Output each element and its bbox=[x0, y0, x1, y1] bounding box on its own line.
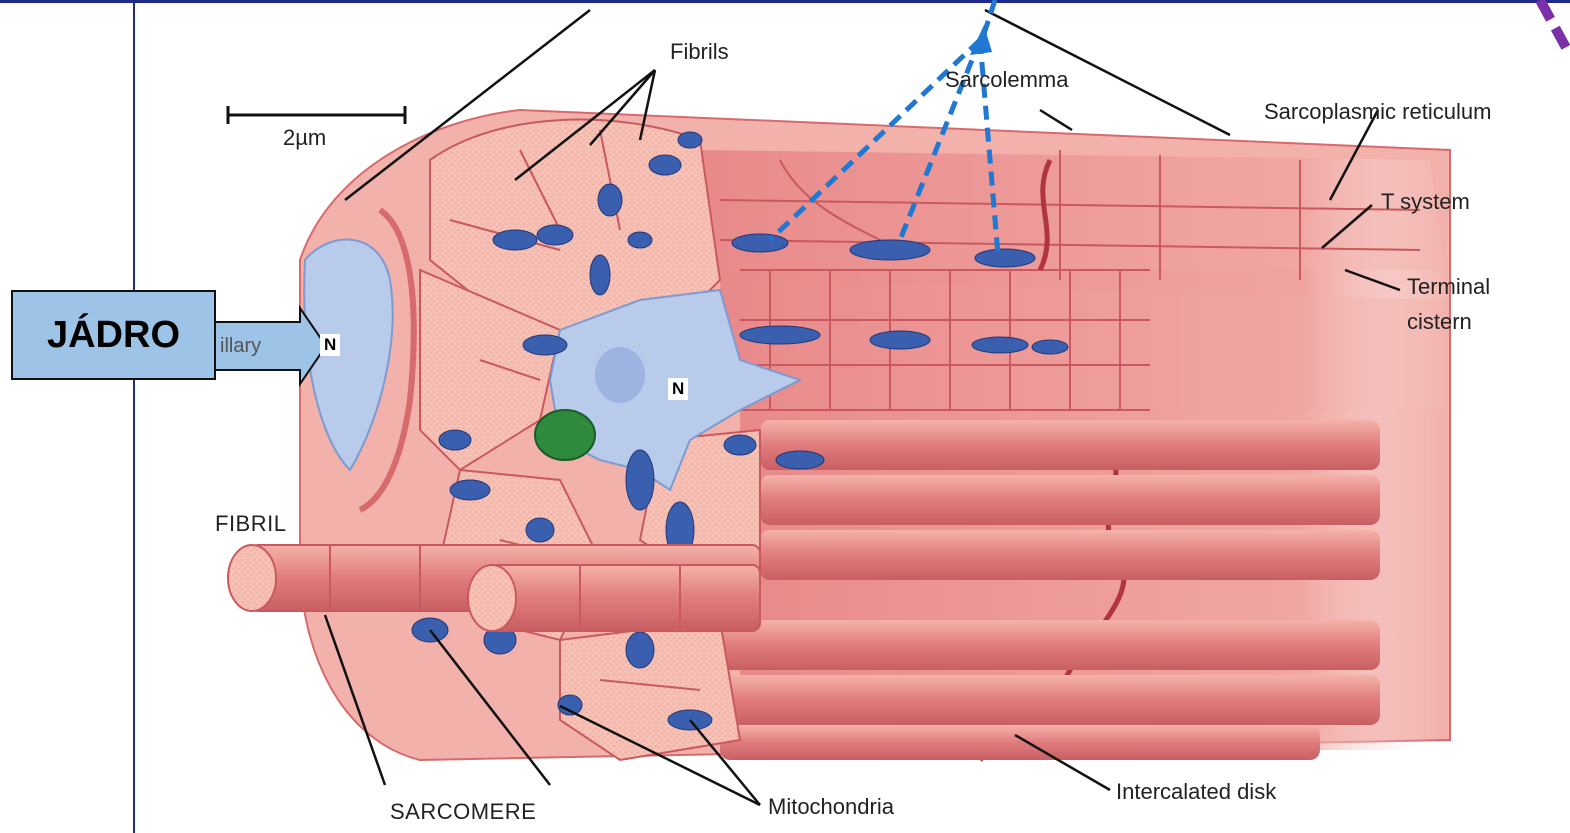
jadro-callout-box: JÁDRO bbox=[11, 290, 216, 380]
label-sarcomere: SARCOMERE bbox=[390, 800, 536, 824]
frame-top bbox=[0, 0, 1570, 3]
golgi bbox=[535, 410, 595, 460]
purple-arrow bbox=[1540, 0, 1570, 55]
label-nucleus-large: N bbox=[668, 378, 688, 400]
scale-bar bbox=[228, 106, 405, 124]
muscle-body bbox=[228, 110, 1450, 760]
label-nucleus-small: N bbox=[320, 334, 340, 356]
arrow-head-blue bbox=[970, 25, 992, 55]
label-fibril: FIBRIL bbox=[215, 512, 286, 536]
label-capillary-partial: illary bbox=[220, 335, 261, 357]
label-sarcolemma: Sarcolemma bbox=[945, 68, 1068, 92]
label-t-system: T system bbox=[1381, 190, 1470, 214]
label-scale: 2µm bbox=[283, 126, 326, 150]
label-cistern: cistern bbox=[1407, 310, 1472, 334]
label-intercalated-disk: Intercalated disk bbox=[1116, 780, 1276, 804]
label-terminal: Terminal bbox=[1407, 275, 1490, 299]
frame-left-divider bbox=[133, 0, 135, 833]
label-sarcoplasmic-reticulum: Sarcoplasmic reticulum bbox=[1264, 100, 1491, 124]
label-mitochondria: Mitochondria bbox=[768, 795, 894, 819]
label-fibrils: Fibrils bbox=[670, 40, 729, 64]
